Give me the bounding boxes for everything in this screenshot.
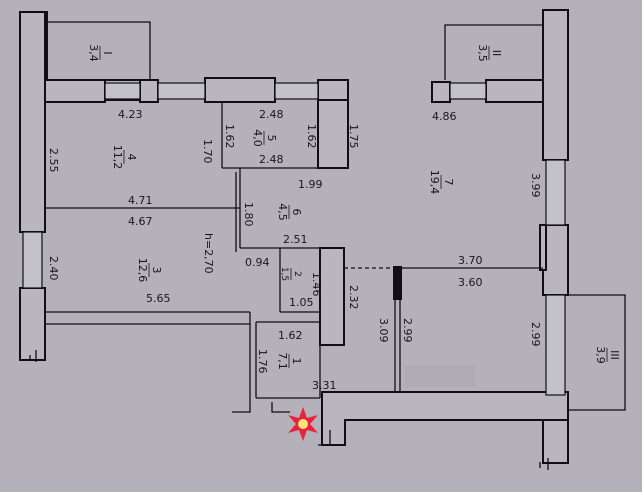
room-area-5: 4,0 [251,129,264,147]
room-number-7: 7 [442,179,455,186]
room-number-1: 1 [290,358,303,365]
room-area-4: 11,2 [111,145,124,170]
dim-3-99: 3.99 [529,173,542,198]
ceiling-height: h=2,70 [202,233,215,274]
dim-2-48-top: 2.48 [259,108,284,121]
room-labels: I 3,4 II 3,5 III 3,9 1 7,1 3 12,6 4 11,2 [87,44,621,370]
dim-1-99: 1.99 [298,178,323,191]
room-number-balcony-2: II [490,50,503,57]
room-number-balcony-3: III [608,350,621,360]
dim-2-99-b: 2.99 [529,322,542,347]
room-area-balcony-2: 3,5 [476,44,489,62]
balconies [47,21,626,411]
room-area-balcony-1: 3,4 [87,44,100,62]
dim-0-94: 0.94 [245,256,270,269]
room-area-3: 12,6 [136,258,149,283]
room-number-5: 5 [265,135,278,142]
dim-1-62-c: 1.62 [278,329,303,342]
dim-4-23: 4.23 [118,108,143,121]
dim-4-71: 4.71 [128,194,153,207]
dim-1-76: 1.76 [256,349,269,374]
room-number-3: 3 [150,267,163,274]
dim-2-51: 2.51 [283,233,308,246]
dim-2-48-bottom: 2.48 [259,153,284,166]
room-number-6: 6 [290,209,303,216]
room-area-7: 19,4 [428,170,441,195]
dim-2-40: 2.40 [47,256,60,281]
location-marker-icon [288,407,318,441]
room-number-2: 2 [292,271,302,277]
room-area-1: 7,1 [276,352,289,370]
dim-2-32: 2.32 [347,285,360,310]
dim-1-80: 1.80 [242,202,255,227]
room-number-4: 4 [125,154,138,161]
dim-3-70: 3.70 [458,254,483,267]
dim-1-62-b: 1.62 [305,124,318,149]
room-number-balcony-1: I [101,51,114,54]
room-area-2: 1,5 [279,267,289,281]
blurred-patch [405,365,475,387]
dim-2-55: 2.55 [47,148,60,173]
dim-1-05: 1.05 [289,296,314,309]
dim-1-62-a: 1.62 [223,124,236,149]
windows [22,82,566,396]
partitions [29,102,549,470]
room-area-6: 4,5 [276,203,289,221]
dimension-labels: 4.23 2.48 4.86 2.48 1.99 4.71 4.67 2.51 … [47,108,542,392]
dim-1-46: 1.46 [310,272,323,297]
dim-5-65: 5.65 [146,292,171,305]
dim-4-86: 4.86 [432,110,457,123]
dim-2-99-a: 2.99 [401,318,414,343]
dim-1-70: 1.70 [201,139,214,164]
dim-3-31: 3.31 [312,379,337,392]
dim-3-60: 3.60 [458,276,483,289]
dim-4-67: 4.67 [128,215,153,228]
dim-1-75: 1.75 [347,124,360,149]
dim-3-09: 3.09 [377,318,390,343]
room-area-balcony-3: 3,9 [594,346,607,364]
